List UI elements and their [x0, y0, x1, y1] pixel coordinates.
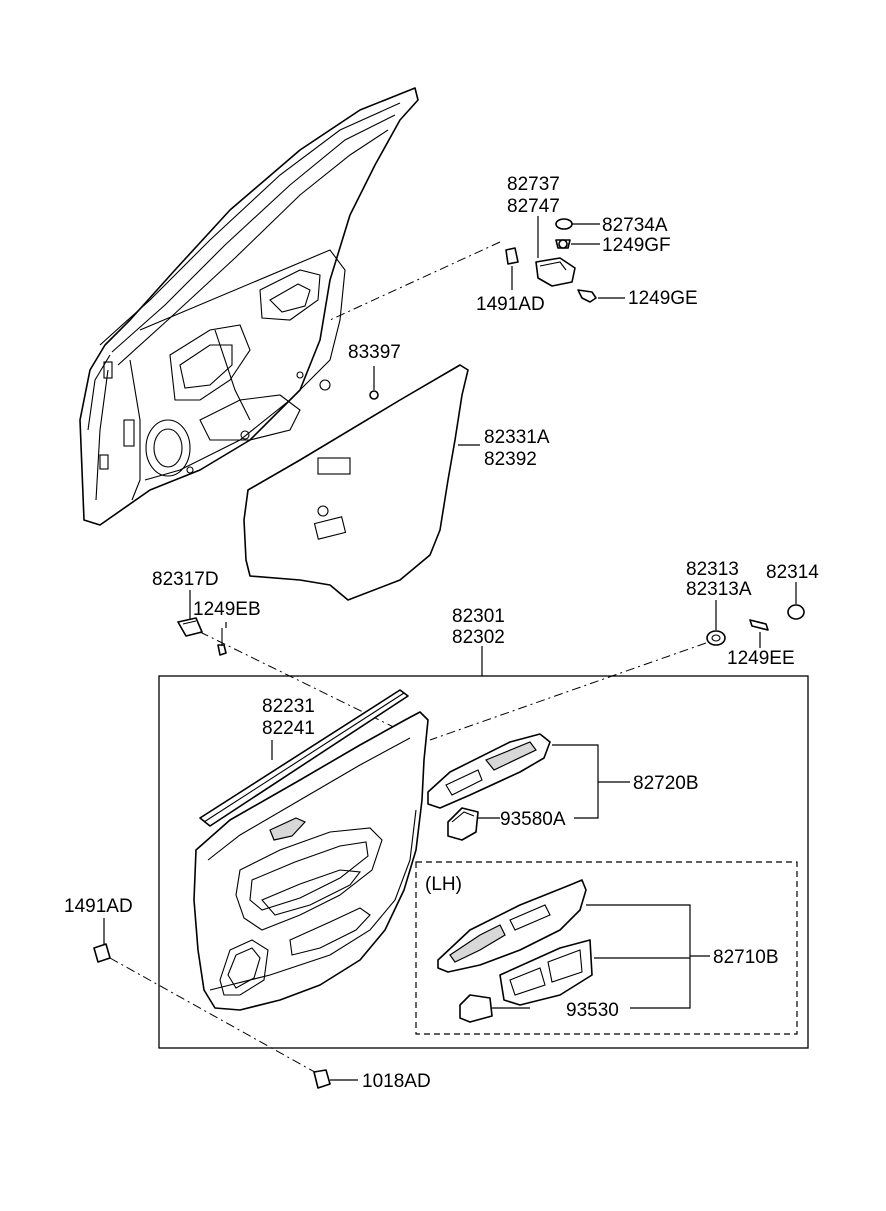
dash-82313: [429, 642, 707, 741]
screw-1018AD: [313, 1069, 331, 1089]
label-82720B: 82720B: [633, 773, 699, 794]
label-82710B: 82710B: [713, 947, 779, 968]
label-1249GF: 1249GF: [602, 235, 671, 256]
label-lh: (LH): [425, 874, 462, 895]
label-82747: 82747: [507, 196, 560, 217]
label-1018AD: 1018AD: [362, 1071, 431, 1092]
label-82737: 82737: [507, 174, 560, 195]
label-82231: 82231: [262, 696, 315, 717]
label-1249EB: 1249EB: [193, 599, 261, 620]
label-83397: 83397: [348, 342, 401, 363]
label-1491AD-left: 1491AD: [64, 896, 133, 917]
label-1491AD-top: 1491AD: [476, 294, 545, 315]
label-82317D: 82317D: [152, 569, 219, 590]
door-trim-panel: [193, 711, 429, 1011]
dash-1491AD: [109, 957, 321, 1076]
lh-variant-box: [415, 861, 798, 1035]
dash-82317D: [199, 631, 421, 741]
plug-83397: [369, 390, 379, 400]
label-93580A: 93580A: [500, 809, 566, 830]
caps-82313-82314: [706, 604, 805, 646]
leader-bracket-82720B: [552, 744, 599, 819]
label-82392: 82392: [484, 449, 537, 470]
mirror-bracket-cluster: [505, 218, 597, 303]
clip-1491AD-left: [93, 943, 111, 963]
leader-bracket-82710B: [586, 904, 691, 1009]
label-1249EE: 1249EE: [727, 648, 795, 669]
window-switch-82720B: [427, 733, 551, 809]
label-82313: 82313: [686, 559, 739, 580]
window-switch-93530: [459, 939, 593, 1023]
dash-bracket-door: [329, 241, 501, 321]
weatherstrip-82231: [199, 689, 409, 827]
bracket-82317D: [177, 617, 227, 656]
label-82734A: 82734A: [602, 215, 668, 236]
assembly-box-82301: [158, 675, 809, 1049]
sealing-cover-illustration: [243, 364, 469, 601]
label-93530: 93530: [566, 1000, 619, 1021]
label-82331A: 82331A: [484, 427, 550, 448]
label-82314: 82314: [766, 562, 819, 583]
window-switch-82710B: [437, 879, 587, 973]
door-frame-illustration: [79, 87, 419, 526]
label-82301: 82301: [452, 606, 505, 627]
window-switch-93580A: [447, 807, 479, 841]
label-82241: 82241: [262, 718, 315, 739]
label-82302: 82302: [452, 627, 505, 648]
label-1249GE: 1249GE: [628, 288, 698, 309]
label-82313A: 82313A: [686, 579, 752, 600]
